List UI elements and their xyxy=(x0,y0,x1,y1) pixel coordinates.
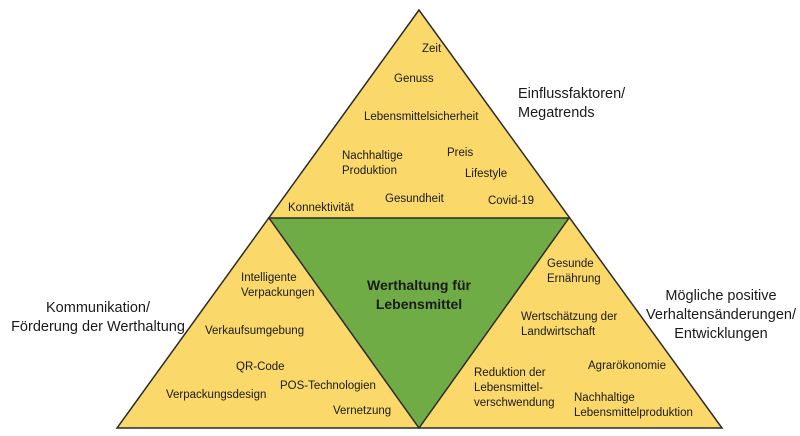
left-item-verpackungsdesign: Verpackungsdesign xyxy=(166,389,267,401)
left-item-vernetzung: Vernetzung xyxy=(333,405,392,417)
right-item-agraroekonomie: Agrarökonomie xyxy=(588,360,666,372)
heading-kommunikation: Kommunikation/ Förderung der Werthaltung xyxy=(11,300,185,335)
right-item-nachhaltige-lebensmittelproduktion: Nachhaltige Lebensmittelproduktion xyxy=(574,392,693,419)
top-item-lebensmittelsicherheit: Lebensmittelsicherheit xyxy=(364,111,479,123)
center-inverted-triangle xyxy=(267,217,571,430)
right-item-reduktion: Reduktion der Lebensmittel- verschwendun… xyxy=(474,367,555,409)
top-item-covid-19: Covid-19 xyxy=(488,195,535,207)
top-item-preis: Preis xyxy=(447,147,474,159)
top-item-lifestyle: Lifestyle xyxy=(465,168,508,180)
heading-verhaltensaenderungen: Mögliche positive Verhaltensänderungen/ … xyxy=(646,288,796,342)
center-label-line-1: Werthaltung für xyxy=(367,277,471,293)
top-item-gesundheit: Gesundheit xyxy=(385,193,444,205)
heading-einflussfaktoren: Einflussfaktoren/ Megatrends xyxy=(518,86,626,121)
center-label: Werthaltung für Lebensmittel xyxy=(349,276,489,314)
right-item-gesunde-ernaehrung: Gesunde Ernährung xyxy=(547,258,601,285)
left-item-intelligente-verpackungen: Intelligente Verpackungen xyxy=(241,272,315,299)
left-item-pos-technologien: POS-Technologien xyxy=(280,380,376,392)
left-item-qr-code: QR-Code xyxy=(236,361,285,373)
center-label-line-2: Lebensmittel xyxy=(375,296,463,312)
top-item-genuss: Genuss xyxy=(394,73,434,85)
right-item-wertschaetzung: Wertschätzung der Landwirtschaft xyxy=(521,311,618,338)
top-item-zeit: Zeit xyxy=(422,43,442,55)
top-item-nachhaltige-produktion: Nachhaltige Produktion xyxy=(342,150,403,177)
left-item-verkaufsumgebung: Verkaufsumgebung xyxy=(205,325,305,337)
top-item-konnektivitaet: Konnektivität xyxy=(288,202,354,214)
